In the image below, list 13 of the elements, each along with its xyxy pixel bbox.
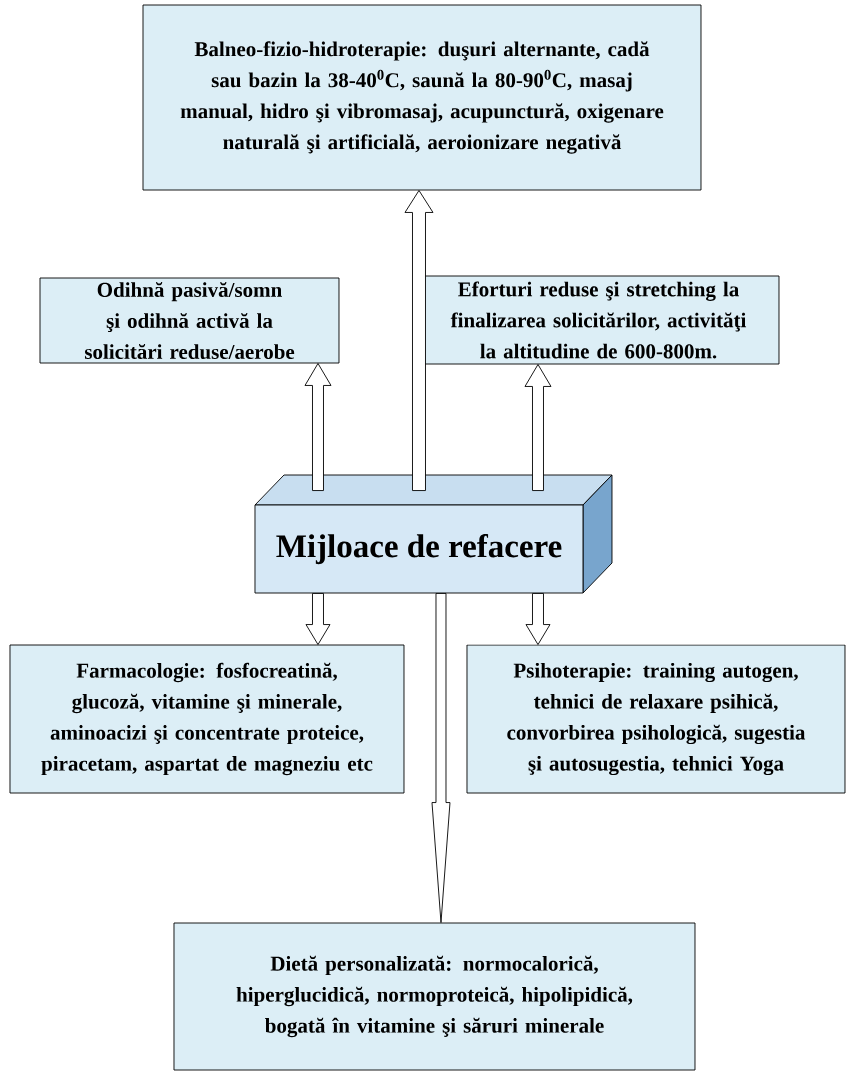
block-arrow xyxy=(524,364,552,491)
text-box: Odihnă pasivă/somn şi odihnă activă la solicitări reduse/aerobe xyxy=(39,277,340,364)
block: Mijloace de refacere xyxy=(254,474,613,594)
block-arrow xyxy=(431,593,451,923)
text-box: Balneo-fizio-hidroterapie: duşuri alternante, cadă sau bazin la 38-40$^{0}$C, saună la 80-90$^{0}$C, masaj manual, hidro şi vibromasaj, acupunctură, oxigenare naturală şi artificială, aeroionizare negativă xyxy=(142,4,702,191)
block-arrow xyxy=(304,363,332,491)
block-arrow xyxy=(305,593,331,645)
text-box: Farmacologie: fosfocreatină, glucoză, vitamine şi minerale, aminoacizi şi concentrate proteice, piracetam, aspartat de magneziu etc xyxy=(9,644,405,794)
text-box: Eforturi reduse şi stretching la finalizarea solicitărilor, activităţi la altitudine de 600-800m. xyxy=(417,275,780,365)
text-box: Psihoterapie: training autogen, tehnici de relaxare psihică, convorbirea psihologică, sugestia şi autosugestia, tehnici Yoga xyxy=(466,644,846,794)
block-arrow xyxy=(525,593,551,645)
block-arrow xyxy=(404,190,434,491)
text-box: Dietă personalizată: normocalorică, hiperglucidică, normoproteică, hipolipidică, bogată în vitamine şi săruri minerale xyxy=(173,922,696,1071)
